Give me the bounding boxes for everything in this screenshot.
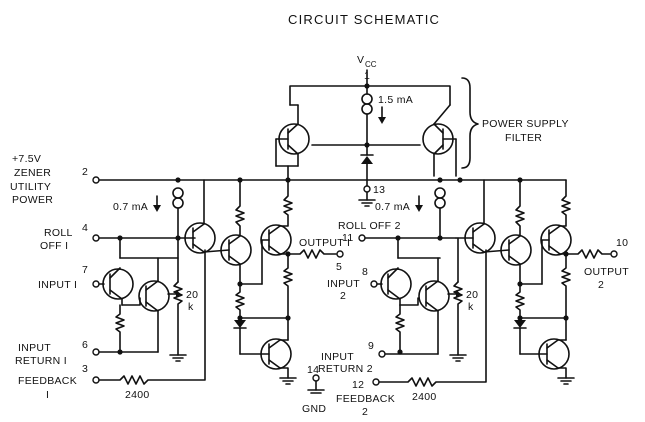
channel-2: 0.7 mA ROLL OFF 2 11 8 INPUT 2 bbox=[318, 179, 629, 418]
ch1-roll-off-pin: 4 bbox=[82, 222, 88, 234]
ch2-input-line2: 2 bbox=[340, 290, 346, 302]
ch2-input-return-line1: INPUT bbox=[321, 351, 354, 363]
ch1-input-label: INPUT I bbox=[38, 279, 77, 291]
ch2-roll-off-label: ROLL OFF 2 bbox=[338, 220, 401, 232]
ch2-output-pin: 10 bbox=[616, 237, 628, 249]
ch2-input-return-pin: 9 bbox=[368, 340, 374, 352]
ground-pin: 14 GND bbox=[302, 364, 326, 415]
vcc-supply: V CC 1 1.5 mA bbox=[275, 54, 569, 207]
ch1-input-transistor bbox=[102, 267, 134, 300]
zener-label-line1: +7.5V bbox=[12, 153, 41, 165]
filter-transistor-right bbox=[422, 104, 457, 177]
ch2-feedback-pin: 12 bbox=[352, 379, 364, 391]
ch1-output-label: OUTPUT I bbox=[299, 237, 350, 249]
gnd-label: GND bbox=[302, 403, 326, 415]
ch1-current-label: 0.7 mA bbox=[113, 201, 148, 213]
vcc-current-label: 1.5 mA bbox=[378, 94, 413, 106]
ch1-input-return-line1: INPUT bbox=[18, 342, 51, 354]
zener-rail: +7.5V ZENER UTILITY POWER 2 bbox=[10, 153, 567, 206]
gnd-pin-number: 14 bbox=[307, 364, 319, 376]
current-source-lower-circle bbox=[361, 103, 373, 115]
ch1-feedback-resistor: 2400 bbox=[125, 389, 150, 401]
ch1-roll-off-line2: OFF I bbox=[40, 240, 68, 252]
filter-brace bbox=[461, 77, 479, 169]
vcc-label: V bbox=[357, 54, 364, 66]
filter-label: FILTER bbox=[505, 132, 542, 144]
ch1-roll-off-line1: ROLL bbox=[44, 227, 73, 239]
current-source-upper-circle bbox=[361, 93, 373, 105]
ch1-pot-unit: k bbox=[188, 301, 194, 313]
ch1-input-pin: 7 bbox=[82, 264, 88, 276]
zener-label-line3: UTILITY bbox=[10, 181, 51, 193]
ch1-output-pin: 5 bbox=[336, 261, 342, 273]
ch2-pot-value: 20 bbox=[466, 289, 478, 301]
pin-13-number: 13 bbox=[373, 184, 385, 196]
ch2-input-return-line2: RETURN 2 bbox=[318, 363, 373, 375]
zener-pin-number: 2 bbox=[82, 166, 88, 178]
power-supply-label: POWER SUPPLY bbox=[482, 118, 569, 130]
ch2-input-transistor bbox=[380, 267, 412, 300]
ch2-input-line1: INPUT bbox=[327, 278, 360, 290]
ch2-feedback-line1: FEEDBACK bbox=[336, 393, 395, 405]
ch2-second-transistor bbox=[418, 280, 450, 312]
ch2-roll-off-pin: 11 bbox=[342, 232, 354, 244]
filter-transistor-left bbox=[275, 104, 310, 167]
ch2-feedback-line2: 2 bbox=[362, 406, 368, 418]
ch2-current-label: 0.7 mA bbox=[375, 201, 410, 213]
zener-label-line2: ZENER bbox=[14, 167, 51, 179]
ch2-output-line1: OUTPUT bbox=[584, 266, 629, 278]
ch1-pot-value: 20 bbox=[186, 289, 198, 301]
ch1-second-transistor bbox=[138, 280, 170, 312]
ch1-feedback-pin: 3 bbox=[82, 363, 88, 375]
schematic-title: CIRCUIT SCHEMATIC bbox=[288, 12, 440, 27]
zener-label-line4: POWER bbox=[12, 194, 53, 206]
ch1-feedback-line1: FEEDBACK bbox=[18, 375, 77, 387]
ch1-input-return-line2: RETURN I bbox=[15, 355, 67, 367]
ch2-pot-unit: k bbox=[468, 301, 474, 313]
ch1-feedback-line2: I bbox=[46, 389, 49, 401]
vcc-subscript: CC bbox=[365, 60, 377, 69]
ch2-output-line2: 2 bbox=[598, 279, 604, 291]
ch1-driver-transistor-a bbox=[184, 222, 216, 254]
ch1-input-return-pin: 6 bbox=[82, 339, 88, 351]
channel-1: 0.7 mA ROLL OFF I 4 7 INPUT I bbox=[15, 179, 350, 401]
ch2-input-pin: 8 bbox=[362, 266, 368, 278]
ch2-feedback-resistor: 2400 bbox=[412, 391, 437, 403]
